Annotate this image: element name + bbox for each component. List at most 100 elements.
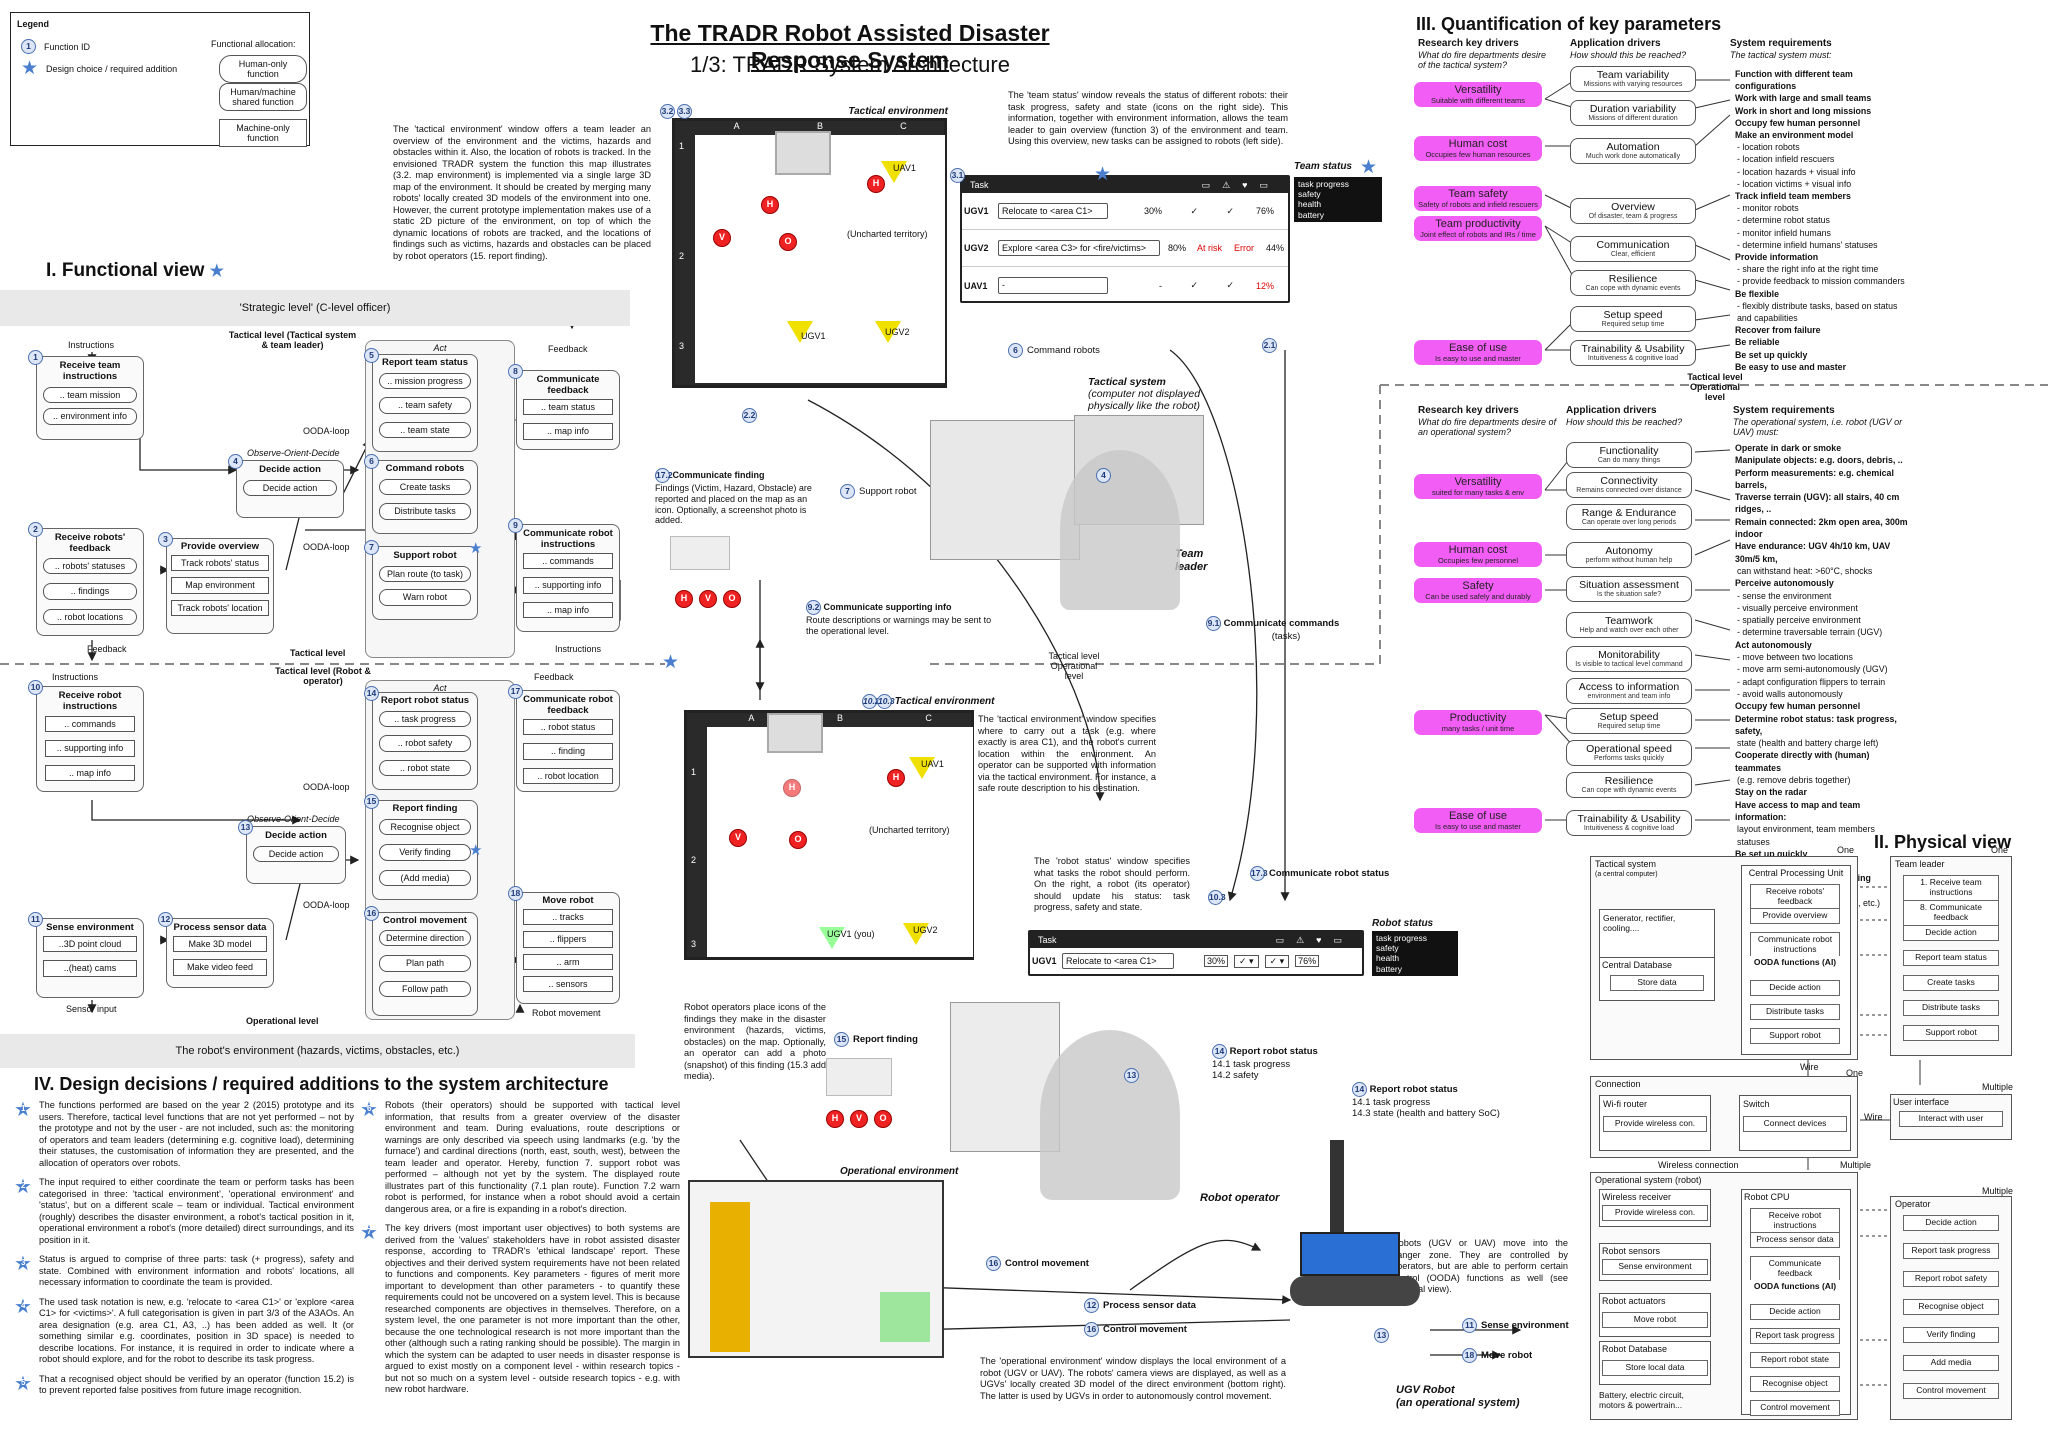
- ugv2-marker: [875, 321, 901, 343]
- app-driver-title: Team variability: [1596, 69, 1670, 81]
- fn-receive-robots-feedback: 2 Receive robots' feedback .. robots' st…: [28, 522, 144, 636]
- requirement-item: - move arm semi-autonomously (UGV): [1737, 664, 1888, 675]
- uav-photo: [775, 131, 831, 175]
- pv-item: Receive robots' feedback: [1750, 884, 1840, 910]
- app-driver-title: Setup speed: [1599, 711, 1659, 723]
- app-driver-title: Functionality: [1599, 445, 1659, 457]
- app-driver-sub: Remains connected over distance: [1576, 487, 1682, 495]
- requirement-item: Be reliable: [1735, 337, 1780, 348]
- pv-item: Process sensor data: [1750, 1232, 1840, 1248]
- requirement-item: - provide feedback to mission commanders: [1737, 276, 1905, 287]
- app-driver-title: Connectivity: [1600, 475, 1658, 487]
- key-driver-sub: Suitable with different teams: [1430, 95, 1526, 105]
- fn-decide-action-tactical: 4 Decide action Decide action: [228, 454, 344, 518]
- pv-team-leader: Team leader One 1. Receive team instruct…: [1890, 845, 2012, 1056]
- key-driver-sub: Is easy to use and master: [1435, 821, 1521, 831]
- robot-status-window: Task▭⚠♥▭ UGV1 Relocate to <area C1> 30% …: [1028, 930, 1364, 976]
- legend-machine-only: Machine-only function: [219, 119, 307, 147]
- design-decision-text: Status is argued to comprise of three pa…: [39, 1254, 354, 1287]
- requirement-item: Cooperate directly with (human) teammate…: [1735, 750, 1870, 773]
- section-physical-view: II. Physical view: [1874, 832, 2012, 852]
- requirement-item: Occupy few human personnel: [1735, 701, 1861, 712]
- app-driver-sub: perform without human help: [1585, 557, 1673, 565]
- app-driver-title: Situation assessment: [1579, 579, 1679, 591]
- fv-robot-movement: Robot movement: [532, 1008, 601, 1018]
- requirement-item: Determine robot status: task progress, s…: [1735, 713, 1897, 736]
- app-driver-sub: Is the situation safe?: [1596, 591, 1662, 599]
- operational-level-title: Tactical level (Robot & operator): [275, 666, 371, 686]
- requirement-item: Manipulate objects: e.g. doors, debris, …: [1735, 455, 1903, 466]
- design-decision-text: The functions performed are based on the…: [39, 1100, 354, 1168]
- pv-item: Communicate feedback: [1750, 1256, 1840, 1282]
- legend-human-only: Human-only function: [219, 55, 307, 83]
- pv-item: OODA functions (AI): [1750, 956, 1840, 970]
- key-driver-sub: Can be used safely and durably: [1425, 591, 1531, 601]
- requirement-item: - location victims + visual info: [1737, 178, 1852, 189]
- requirement-item: - share the right info at the right time: [1737, 264, 1879, 275]
- app-driver-sub: Performs tasks quickly: [1593, 755, 1665, 763]
- progress-select[interactable]: 30%: [1204, 955, 1229, 967]
- ugv1-marker: [787, 321, 813, 343]
- app-driver-sub: Is visible to tactical level command: [1575, 661, 1683, 669]
- key-driver-sub: Occupies few personnel: [1437, 555, 1519, 565]
- uncharted-label: (Uncharted territory): [847, 229, 928, 239]
- design-decision-star-icon: ★1: [14, 1099, 32, 1121]
- marker-hazard: H: [761, 196, 779, 214]
- fv-sensor-input: Sensor input: [66, 1004, 117, 1014]
- pv-item: Report robot state: [1750, 1352, 1840, 1368]
- fn-report-robot-status: 14 Report robot status .. task progress …: [364, 686, 478, 790]
- requirement-item: - spatially perceive environment: [1737, 615, 1861, 626]
- label-operational-env: Operational environment: [840, 1166, 959, 1177]
- battery-select[interactable]: 76%: [1295, 955, 1320, 967]
- app-driver-title: Monitorability: [1598, 649, 1660, 661]
- pv-item: Add media: [1903, 1355, 1999, 1371]
- fn-process-sensor-data: 12 Process sensor data Make 3D model Mak…: [158, 912, 274, 988]
- key-driver-sub: Is easy to use and master: [1435, 353, 1521, 363]
- app-driver-title: Access to information: [1578, 681, 1680, 693]
- requirement-item: - move between two locations: [1737, 652, 1853, 663]
- fn-command-robots: 6 Command robots Create tasks Distribute…: [364, 454, 478, 534]
- health-select[interactable]: ✓ ▾: [1264, 954, 1290, 968]
- design-decision-text: The key drivers (most important user obj…: [385, 1223, 680, 1394]
- app-driver-title: Setup speed: [1603, 309, 1663, 321]
- legend-title: Legend: [17, 19, 50, 29]
- label-tactical-system: Tactical system(computer not displayed p…: [1088, 376, 1201, 412]
- requirement-item: state (health and battery charge left): [1737, 738, 1879, 749]
- app-driver-sub: Missions with varying resources: [1583, 81, 1683, 89]
- requirement-item: Perform measurements: e.g. chemical barr…: [1735, 467, 1894, 490]
- team-status-row-3: UAV1 - - ✓ ✓ 12%: [962, 267, 1288, 304]
- pv-item: Recognise object: [1903, 1299, 1999, 1315]
- app-driver-sub: Intuitiveness & cognitive load: [1587, 355, 1679, 363]
- pv-item: 1. Receive team instructions: [1903, 875, 1999, 901]
- key-driver-title: Safety: [1462, 580, 1494, 592]
- requirement-item: Work in short and long missions: [1735, 105, 1872, 116]
- app-driver-sub: Can cope with dynamic events: [1585, 285, 1681, 293]
- fv-operational-level: Operational level: [246, 1016, 319, 1026]
- fn-sense-environment: 11 Sense environment ..3D point cloud ..…: [28, 912, 144, 998]
- uav1-marker: [881, 161, 907, 183]
- pv-one-2: One: [1846, 1068, 1864, 1078]
- design-decision-star-icon: ★6: [360, 1099, 378, 1121]
- robots-environment-bar: The robot's environment (hazards, victim…: [0, 1034, 635, 1068]
- requirement-item: Act autonomously: [1735, 639, 1812, 650]
- safety-select[interactable]: ✓ ▾: [1234, 954, 1259, 968]
- app-driver-title: Resilience: [1604, 775, 1654, 787]
- app-driver-title: Resilience: [1608, 273, 1658, 285]
